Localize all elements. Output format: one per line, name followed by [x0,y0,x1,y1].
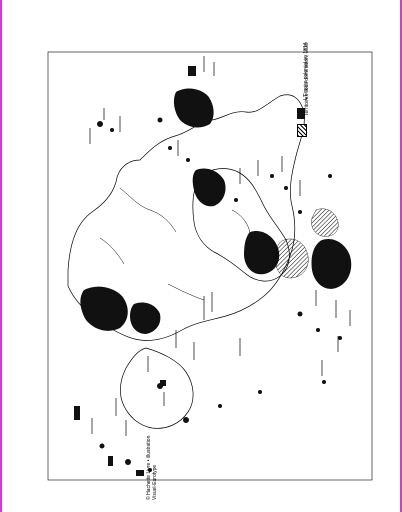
right-frame-line [400,0,402,512]
outpost-markers [97,117,342,472]
island-groups [74,66,196,476]
legend-hatched-label: Territoires sous domination, 1830 [304,42,310,116]
territory-africa-south [311,238,352,289]
place-label-strokes [89,56,351,436]
map-border [47,51,373,481]
territory-north-block [173,88,214,128]
coastline-eurasia [192,168,290,282]
legend-colonial-swatch [297,108,305,119]
legend-hatched-swatch [297,124,307,137]
territory-america-north [80,286,128,331]
credit-line-2: Visuel-Eurotype [152,464,158,500]
coastline-detail [99,187,251,301]
territory-hatched-africa [275,238,309,279]
territory-central-block [192,168,226,207]
territory-hatched-east [311,208,339,237]
territory-america-central [130,302,161,334]
territory-africa-west [244,230,280,275]
coastline-southern [120,347,194,429]
map-credit: © Hachette Livre • illustration Visuel-E… [146,436,158,500]
left-frame-line [0,0,2,512]
